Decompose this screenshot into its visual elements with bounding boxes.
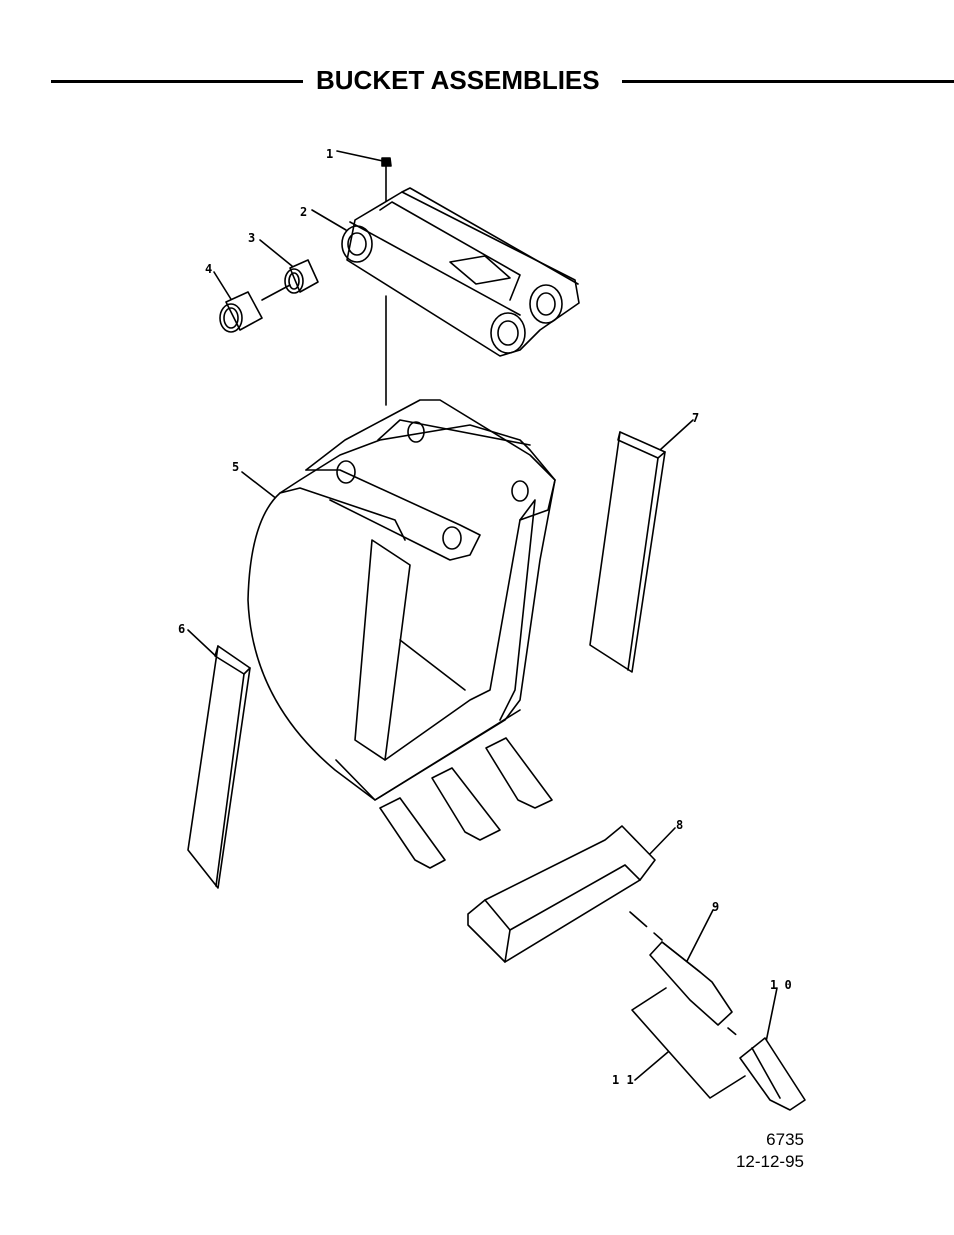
callout-7: 7: [692, 411, 699, 425]
part-6-side-cutter: [188, 630, 250, 888]
part-2-link: [312, 188, 579, 405]
callout-11: 1 1: [612, 1073, 634, 1087]
callout-9: 9: [712, 900, 719, 914]
part-9-tooth-shank: [650, 910, 740, 1038]
part-8-cutting-edge: [468, 826, 675, 962]
callout-1: 1: [326, 147, 333, 161]
drawing-number: 6735: [766, 1130, 804, 1150]
callout-4: 4: [205, 262, 212, 276]
callout-8: 8: [676, 818, 683, 832]
drawing-date: 12-12-95: [736, 1152, 804, 1172]
callout-5: 5: [232, 460, 239, 474]
part-4-bushing: [214, 272, 290, 332]
part-11-tooth-assembly-bracket: [632, 988, 745, 1098]
part-1-grease-fitting: [337, 151, 391, 210]
part-10-tooth-point: [740, 988, 805, 1110]
callout-6: 6: [178, 622, 185, 636]
part-7-side-cutter: [590, 420, 693, 672]
callout-3: 3: [248, 231, 255, 245]
callout-10: 1 0: [770, 978, 792, 992]
callout-2: 2: [300, 205, 307, 219]
